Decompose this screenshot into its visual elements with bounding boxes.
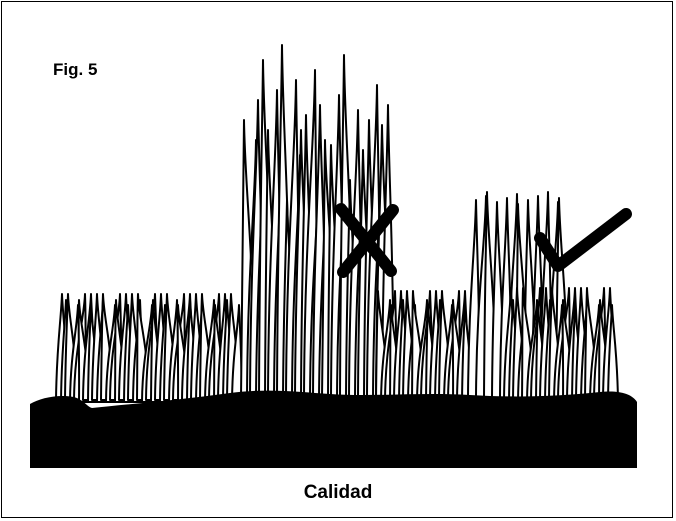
figure-label: Fig. 5 — [53, 60, 98, 79]
cross-mark-icon — [335, 203, 399, 278]
soil-ground — [30, 390, 637, 468]
figure-caption: Calidad — [303, 482, 373, 503]
grass-blades — [55, 44, 619, 403]
check-mark-icon — [534, 208, 632, 272]
grass-blade — [607, 304, 619, 403]
